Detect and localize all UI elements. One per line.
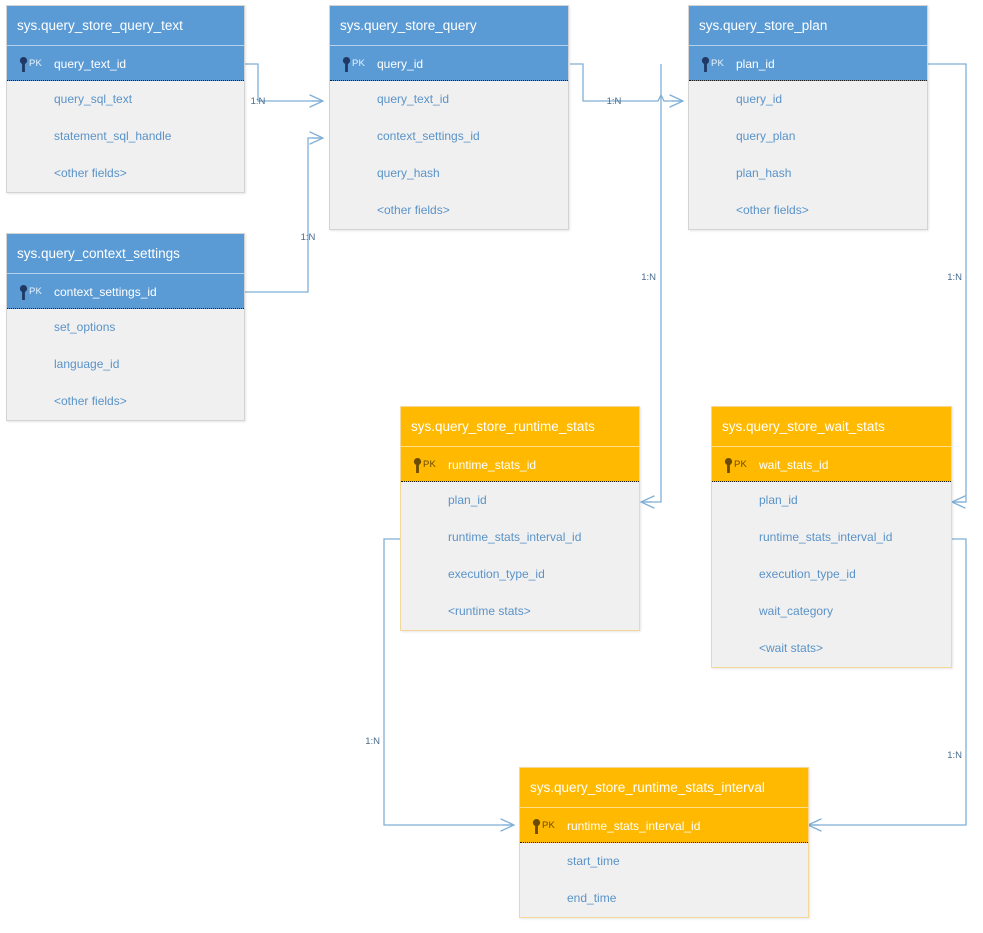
entity-title: sys.query_context_settings [7, 234, 244, 273]
field-row[interactable]: plan_id [448, 493, 487, 507]
pk-field-name: query_text_id [54, 57, 127, 71]
crowsfoot-query-to-plan [669, 94, 685, 108]
entity-query-store-plan[interactable]: sys.query_store_plan PK plan_id query_id… [688, 5, 928, 230]
field-row[interactable]: <other fields> [54, 394, 127, 408]
crowsfoot-interval-to-wait-stats [806, 818, 822, 832]
pk-tag: PK [711, 58, 725, 69]
field-row[interactable]: <wait stats> [759, 641, 824, 655]
key-icon [413, 458, 422, 473]
primary-key-row[interactable]: PK runtime_stats_id [401, 446, 639, 482]
connector-plan-to-runtime-stats [645, 64, 662, 503]
crowsfoot-query-text-to-query [309, 94, 325, 108]
pk-field-name: runtime_stats_id [448, 458, 537, 472]
entity-query-context-settings[interactable]: sys.query_context_settings PK context_se… [6, 233, 245, 421]
cardinality-label-rel-7: 1:N [947, 750, 962, 761]
key-icon [342, 57, 351, 72]
field-row[interactable]: end_time [567, 891, 617, 905]
field-row[interactable]: <runtime stats> [448, 604, 531, 618]
pk-tag: PK [423, 459, 437, 470]
entity-fields: plan_id runtime_stats_interval_id execut… [401, 482, 639, 630]
cardinality-label-rel-4: 1:N [641, 272, 656, 283]
field-row[interactable]: wait_category [759, 604, 834, 618]
connector-query-text-to-query [245, 63, 321, 102]
entity-query-store-wait-stats[interactable]: sys.query_store_wait_stats PK wait_stats… [711, 406, 952, 668]
pk-tag: PK [29, 58, 43, 69]
entity-title: sys.query_store_wait_stats [712, 407, 951, 446]
entity-fields: start_time end_time [520, 843, 808, 917]
cardinality-label-rel-2: 1:N [301, 232, 316, 243]
crowsfoot-interval-to-runtime-stats [500, 818, 516, 832]
field-row[interactable]: <other fields> [54, 166, 127, 180]
entity-query-store-runtime-stats-interval[interactable]: sys.query_store_runtime_stats_interval P… [519, 767, 809, 918]
key-icon [532, 819, 541, 834]
field-row[interactable]: language_id [54, 357, 120, 371]
pk-tag: PK [542, 820, 556, 831]
pk-field-name: query_id [377, 57, 424, 71]
primary-key-row[interactable]: PK context_settings_id [7, 273, 244, 309]
field-row[interactable]: plan_hash [736, 166, 792, 180]
entity-fields: query_text_id context_settings_id query_… [330, 81, 568, 229]
pk-field-name: context_settings_id [54, 285, 157, 299]
pk-field-name: plan_id [736, 57, 775, 71]
entity-fields: query_id query_plan plan_hash <other fie… [689, 81, 927, 229]
field-row[interactable]: runtime_stats_interval_id [448, 530, 582, 544]
primary-key-row[interactable]: PK runtime_stats_interval_id [520, 807, 808, 843]
cardinality-label-rel-6: 1:N [365, 736, 380, 747]
cardinality-label-rel-5: 1:N [947, 272, 962, 283]
crowsfoot-plan-to-wait-stats [950, 495, 966, 509]
primary-key-row[interactable]: PK wait_stats_id [712, 446, 951, 482]
entity-title: sys.query_store_runtime_stats [401, 407, 639, 446]
field-row[interactable]: context_settings_id [377, 129, 480, 143]
field-row[interactable]: plan_id [759, 493, 798, 507]
entity-query-store-query-text[interactable]: sys.query_store_query_text PK query_text… [6, 5, 245, 193]
entity-title: sys.query_store_plan [689, 6, 927, 45]
pk-field-name: wait_stats_id [759, 458, 829, 472]
entity-fields: query_sql_text statement_sql_handle <oth… [7, 81, 244, 192]
primary-key-row[interactable]: PK plan_id [689, 45, 927, 81]
field-row[interactable]: query_hash [377, 166, 440, 180]
field-row[interactable]: runtime_stats_interval_id [759, 530, 893, 544]
pk-tag: PK [734, 459, 748, 470]
key-icon [701, 57, 710, 72]
field-row[interactable]: execution_type_id [448, 567, 545, 581]
entity-query-store-runtime-stats[interactable]: sys.query_store_runtime_stats PK runtime… [400, 406, 640, 631]
key-icon [19, 57, 28, 72]
pk-tag: PK [352, 58, 366, 69]
entity-fields: plan_id runtime_stats_interval_id execut… [712, 482, 951, 667]
connector-query-to-plan [570, 63, 655, 102]
pk-tag: PK [29, 286, 43, 297]
entity-title: sys.query_store_query [330, 6, 568, 45]
field-row[interactable]: query_id [736, 92, 783, 106]
field-row[interactable]: start_time [567, 854, 620, 868]
field-row[interactable]: query_text_id [377, 92, 450, 106]
line-hop-query-to-plan [655, 93, 681, 102]
pk-field-name: runtime_stats_interval_id [567, 819, 701, 833]
field-row[interactable]: query_plan [736, 129, 796, 143]
field-row[interactable]: statement_sql_handle [54, 129, 172, 143]
primary-key-row[interactable]: PK query_text_id [7, 45, 244, 81]
primary-key-row[interactable]: PK query_id [330, 45, 568, 81]
crowsfoot-context-settings-to-query [309, 131, 325, 145]
key-icon [724, 458, 733, 473]
key-icon [19, 285, 28, 300]
cardinality-label-rel-1: 1:N [251, 96, 266, 107]
field-row[interactable]: query_sql_text [54, 92, 133, 106]
entity-title: sys.query_store_query_text [7, 6, 244, 45]
connector-context-settings-to-query [245, 137, 321, 293]
field-row[interactable]: <other fields> [377, 203, 450, 217]
field-row[interactable]: <other fields> [736, 203, 809, 217]
cardinality-label-rel-3: 1:N [607, 96, 622, 107]
entity-fields: set_options language_id <other fields> [7, 309, 244, 420]
crowsfoot-plan-to-runtime-stats [639, 495, 655, 509]
field-row[interactable]: set_options [54, 320, 116, 334]
entity-query-store-query[interactable]: sys.query_store_query PK query_id query_… [329, 5, 569, 230]
entity-title: sys.query_store_runtime_stats_interval [520, 768, 808, 807]
field-row[interactable]: execution_type_id [759, 567, 856, 581]
